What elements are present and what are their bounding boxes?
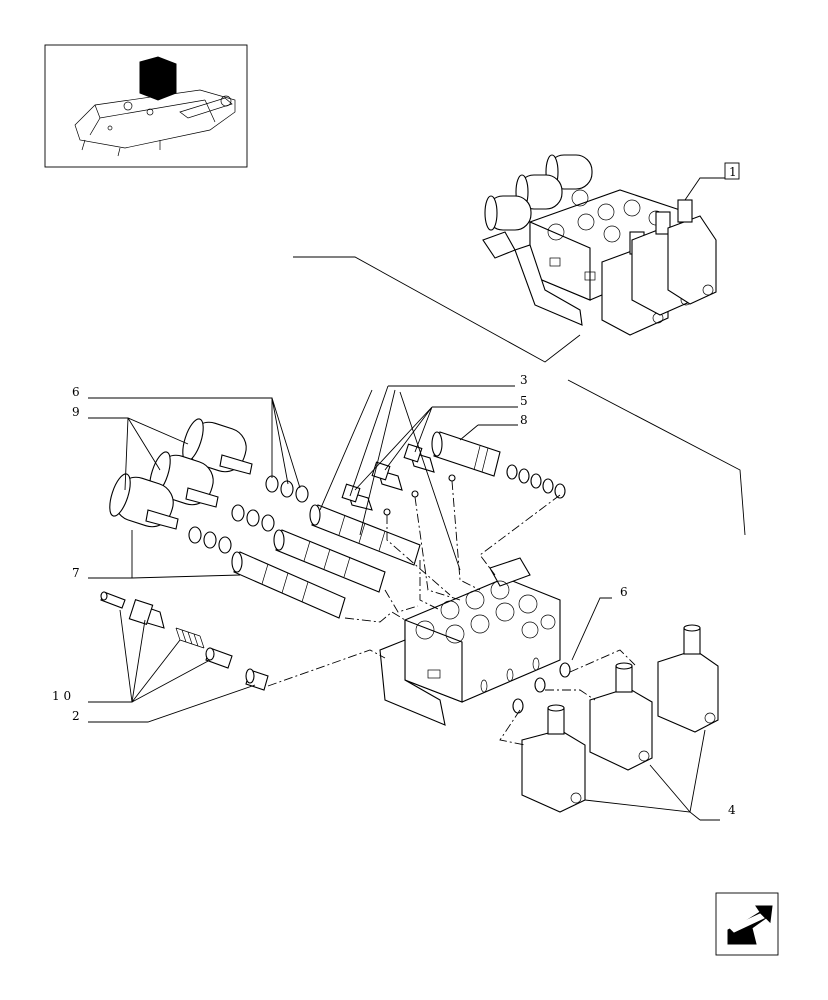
exploded-solenoid-top [182,418,253,475]
spool-middle [273,529,386,593]
callout-10: 1 0 [52,689,71,703]
spool-lower [231,551,346,619]
relief-valve-seals [506,464,566,499]
assembled-solenoid-3 [484,195,532,231]
cover-3 [657,624,719,733]
callout-3: 3 [520,373,528,387]
leader-lines [88,385,720,821]
piston-part [205,647,233,669]
cap-part [245,668,269,691]
o-rings-upper [265,475,309,503]
callout-2: 2 [72,709,80,723]
callout-7: 7 [72,566,80,580]
callout-4: 4 [728,803,736,817]
assembled-valve [482,154,717,336]
callout-9: 9 [72,405,80,419]
assembled-solenoid-1 [545,154,593,190]
callout-8: 8 [520,413,528,427]
ref-box-label: 1 [729,165,737,179]
valve-body [379,557,561,726]
assembled-cap-3 [667,199,717,305]
assembly-paths [267,480,636,746]
callout-5: 5 [520,394,528,408]
locator-thumbnail [44,44,248,168]
tractor-housing-sketch [74,89,236,157]
o-rings-lower [188,526,232,554]
plug-part [128,599,165,629]
callout-6-left: 6 [72,385,80,399]
pin-part [100,591,126,609]
relief-valve [431,431,501,477]
spool-upper [309,504,421,566]
reference-box-1: 1 [684,162,740,201]
o-rings-middle [231,504,275,532]
cover-1 [521,704,586,813]
callout-6-right: 6 [620,585,628,599]
prev-page-arrow-icon[interactable] [715,892,779,956]
plug-3 [403,443,435,473]
valve-block-highlight [139,56,177,101]
spring-part [175,627,205,649]
valve-body-ports [415,580,556,693]
cover-2 [589,662,653,771]
